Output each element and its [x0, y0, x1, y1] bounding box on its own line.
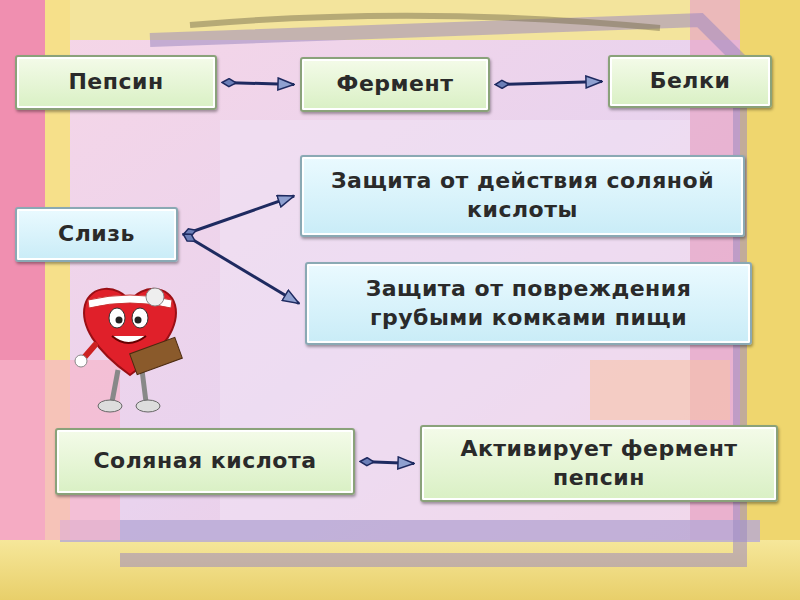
process-box: Белки: [608, 55, 772, 108]
arrow-connector: [184, 196, 294, 235]
arrow-connector: [361, 462, 414, 464]
bottom-frame: [60, 520, 760, 542]
node-label: Активирует фермент пепсин: [436, 435, 762, 492]
node-label: Соляная кислота: [93, 447, 316, 476]
node-label: Пепсин: [68, 68, 163, 97]
function-box: Защита от действия соляной кислоты: [300, 155, 745, 237]
bottom-band: [0, 540, 800, 600]
node-label: Белки: [650, 67, 731, 96]
frame-arc: [190, 16, 660, 28]
arrow-connector: [184, 235, 299, 304]
node-label: Защита от действия соляной кислоты: [316, 167, 729, 224]
peach-block: [590, 360, 730, 420]
function-box: Активирует фермент пепсин: [420, 425, 778, 502]
node-label: Защита от повреждения грубыми комками пи…: [321, 275, 736, 332]
node-label: Фермент: [337, 70, 454, 99]
function-box: Защита от повреждения грубыми комками пи…: [305, 262, 752, 345]
process-box: Фермент: [300, 57, 490, 112]
arrow-connector: [223, 83, 294, 85]
process-box: Пепсин: [15, 55, 217, 110]
process-box: Слизь: [15, 207, 178, 262]
node-label: Слизь: [58, 220, 135, 249]
process-box: Соляная кислота: [55, 428, 355, 495]
arrow-connector: [496, 82, 602, 85]
heart-mascot: [75, 288, 182, 412]
